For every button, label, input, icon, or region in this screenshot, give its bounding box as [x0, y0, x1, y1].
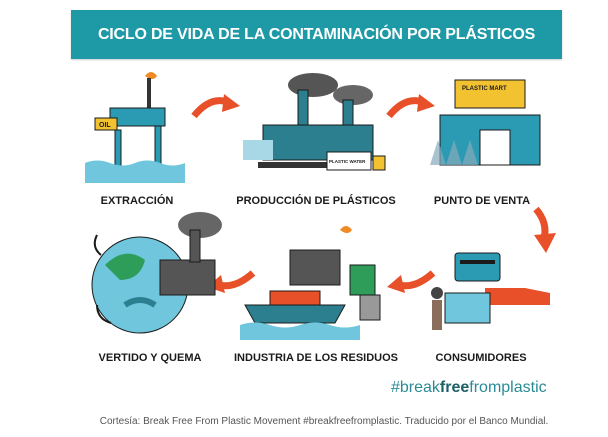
hashtag-part: fromplastic: [469, 379, 547, 396]
globe-pollution-icon: [91, 212, 222, 334]
title-banner: CICLO DE VIDA DE LA CONTAMINACIÓN POR PL…: [71, 10, 562, 59]
plastic-water-sign: PLASTIC WATER: [329, 159, 366, 164]
arrow-icon: [386, 94, 435, 119]
hashtag-bold: free: [439, 379, 470, 396]
arrow-icon: [191, 94, 240, 119]
factory-icon: PLASTIC WATER: [243, 73, 386, 171]
plastic-mart-sign: PLASTIC MART: [462, 86, 507, 92]
page-title: CICLO DE VIDA DE LA CONTAMINACIÓN POR PL…: [97, 25, 536, 43]
stage-label-extraction: EXTRACCIÓN: [100, 195, 174, 207]
hashtag: #breakfreefromplastic: [391, 379, 547, 397]
hashtag-part: #break: [391, 379, 440, 396]
shopping-icon: [431, 252, 550, 330]
image-caption: Cortesía: Break Free From Plastic Moveme…: [99, 416, 549, 427]
arrow-icon: [387, 270, 436, 293]
stage-label-dumping-burning: VERTIDO Y QUEMA: [98, 352, 202, 364]
oil-rig-icon: OIL: [85, 72, 185, 183]
stage-label-waste-industry: INDUSTRIA DE LOS RESIDUOS: [234, 352, 398, 364]
waste-ship-icon: [240, 226, 381, 340]
stage-label-point-of-sale: PUNTO DE VENTA: [433, 195, 531, 207]
stage-label-production: PRODUCCIÓN DE PLÁSTICOS: [236, 195, 396, 207]
arrow-icon: [533, 206, 556, 253]
store-icon: PLASTIC MART: [430, 79, 541, 166]
stage-label-consumers: CONSUMIDORES: [435, 352, 527, 364]
oil-sign: OIL: [99, 122, 111, 129]
